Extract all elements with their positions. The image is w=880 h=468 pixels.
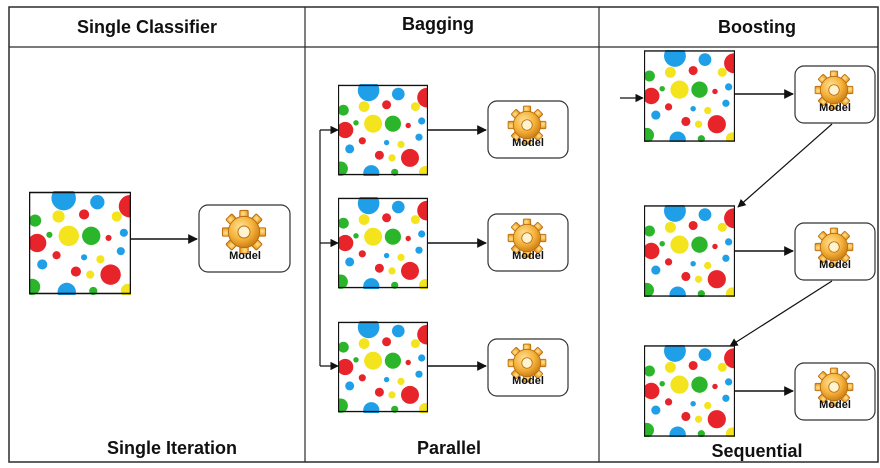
model-box: Model [794, 362, 876, 421]
bagging-title: Bagging [402, 14, 474, 34]
single-classifier-title: Single Classifier [77, 17, 217, 37]
model-label: Model [512, 250, 544, 262]
feedback-arrow [729, 280, 833, 347]
diagram-frame [8, 6, 879, 463]
model-label: Model [512, 375, 544, 387]
parallel-caption: Parallel [417, 438, 481, 458]
dataset-tile [644, 345, 735, 437]
dataset-tile [338, 321, 428, 413]
single-iteration-caption: Single Iteration [107, 438, 237, 458]
model-label: Model [229, 250, 261, 262]
model-label: Model [819, 102, 851, 114]
sequential-caption: Sequential [711, 441, 802, 461]
feedback-arrow [737, 123, 833, 208]
model-label: Model [819, 399, 851, 411]
gear-icon [221, 209, 267, 255]
model-label: Model [819, 259, 851, 271]
dataset-tile [644, 205, 735, 297]
model-box: Model [794, 65, 876, 124]
model-box: Model [487, 100, 569, 159]
boosting-title: Boosting [718, 17, 796, 37]
model-box: Model [487, 213, 569, 272]
model-box: Model [487, 338, 569, 397]
dataset-tile [644, 50, 735, 142]
dataset-tile [338, 84, 428, 176]
model-box: Model [794, 222, 876, 281]
model-label: Model [512, 137, 544, 149]
dataset-tile [29, 191, 131, 295]
model-box: Model [198, 204, 291, 273]
dataset-tile [338, 197, 428, 289]
